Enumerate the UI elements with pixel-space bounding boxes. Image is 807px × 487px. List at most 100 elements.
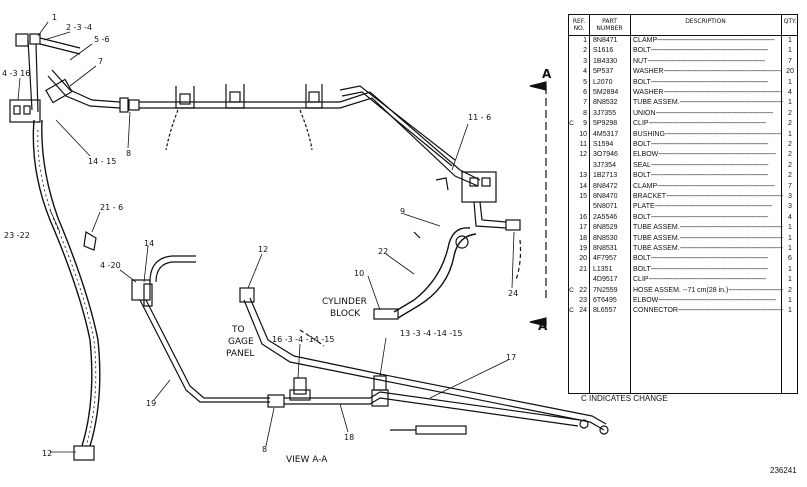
- table-row: 5L2070BOLT1: [569, 78, 797, 88]
- callout-8-top: 8: [126, 149, 131, 158]
- quantity: 3: [788, 203, 792, 211]
- description: UNION: [633, 109, 783, 119]
- description: CLIP: [633, 119, 783, 129]
- ref-no: 20: [579, 255, 587, 263]
- part-number: 7N2559: [593, 286, 618, 294]
- part-number: S1594: [593, 141, 614, 148]
- callout-16-3-4-14-15: 16 -3 -4 -14 -15: [272, 335, 334, 344]
- table-row: 11S1594BOLT2: [569, 140, 797, 150]
- quantity: 3: [788, 193, 792, 200]
- callout-13-3-4-14-15: 13 -3 -4 -14 -15: [400, 329, 462, 338]
- description: NUT: [633, 57, 783, 67]
- callout-19: 19: [146, 399, 156, 408]
- header-ref-no: REF. NO.: [572, 18, 586, 32]
- quantity: 20: [786, 68, 794, 76]
- table-row: 21L1351BOLT1: [569, 265, 797, 275]
- callout-14: 14: [144, 239, 154, 248]
- change-flag: C: [569, 286, 574, 294]
- tube-17-assembly: [239, 287, 609, 435]
- callout-24: 24: [508, 289, 518, 298]
- table-row: 5N8071PLATE3: [569, 202, 797, 212]
- table-row: 104M5317BUSHING1: [569, 130, 797, 140]
- quantity: 1: [788, 78, 792, 86]
- part-number: 8L6557: [593, 307, 617, 315]
- change-note: C INDICATES CHANGE: [581, 394, 668, 403]
- part-number: 8N8529: [593, 224, 618, 232]
- ref-no: 12: [579, 151, 587, 159]
- table-row: 20 4F7957 BOLT 6: [569, 254, 797, 264]
- hose-23: [32, 119, 101, 461]
- gage-label: GAGE: [228, 337, 254, 347]
- part-number: L2070: [593, 78, 613, 86]
- cylinder-block-outline: [299, 239, 522, 347]
- part-number: 3J7355: [593, 109, 616, 117]
- quantity: 1: [788, 265, 792, 273]
- ref-no: 24: [579, 307, 587, 315]
- callout-7: 7: [98, 57, 103, 66]
- ref-no: 14: [579, 182, 587, 190]
- callout-14-15: 14 - 15: [88, 157, 116, 166]
- quantity: 1: [788, 47, 792, 55]
- ref-no: 5: [583, 78, 587, 86]
- part-number: 4F7957: [593, 255, 617, 263]
- description: CONNECTOR: [633, 306, 783, 316]
- callout-17: 17: [506, 353, 516, 362]
- callout-4-20: 4 -20: [100, 261, 121, 270]
- description: BOLT: [633, 46, 783, 56]
- callout-12-bottom: 12: [42, 449, 52, 458]
- tube-7-assembly: [45, 69, 340, 113]
- quantity: 1: [788, 37, 792, 44]
- quantity: 2: [788, 120, 792, 128]
- header-qty: QTY.: [783, 18, 797, 25]
- table-row: 123O7946ELBOW2: [569, 150, 797, 160]
- table-row: C95P9298CLIP2: [569, 119, 797, 129]
- callout-23-22: 23 -22: [4, 231, 30, 240]
- callout-4-3-16: 4 -3 16: [2, 69, 30, 78]
- callout-21-6: 21 - 6: [100, 203, 123, 212]
- quantity: 1: [788, 130, 792, 138]
- drawing-number: 236241: [770, 466, 797, 475]
- part-number: 5N8071: [593, 203, 618, 211]
- description: TUBE ASSEM.: [633, 234, 783, 244]
- part-number: 8N8530: [593, 234, 618, 242]
- description: HOSE ASSEM. --71 cm(28 in.): [633, 286, 783, 296]
- part-number: 1B4330: [593, 57, 618, 65]
- part-number: S1616: [593, 47, 614, 55]
- hose-22: [373, 201, 521, 320]
- description: BOLT: [633, 140, 783, 150]
- quantity: 6: [788, 255, 792, 263]
- description: BOLT: [633, 254, 783, 264]
- parts-table-header: REF. NO. PART NUMBER DESCRIPTION QTY.: [569, 15, 797, 36]
- change-flag: C: [569, 307, 574, 315]
- table-row: 45P537WASHER20: [569, 67, 797, 77]
- clamp-brackets-top: [165, 84, 323, 151]
- quantity: 2: [788, 161, 792, 169]
- ref-no: 23: [579, 297, 587, 304]
- description: BRACKET: [633, 192, 783, 202]
- description: WASHER: [633, 88, 783, 98]
- ref-no: 2: [583, 47, 587, 55]
- part-number: 1B2713: [593, 172, 618, 180]
- quantity: 7: [788, 57, 792, 65]
- quantity: 1: [788, 276, 792, 284]
- description: TUBE ASSEM.: [633, 98, 783, 108]
- description: BUSHING: [633, 130, 783, 140]
- ref-no: 15: [579, 193, 587, 200]
- quantity: 7: [788, 182, 792, 190]
- callout-22: 22: [378, 247, 388, 256]
- quantity: 1: [788, 99, 792, 107]
- quantity: 1: [788, 245, 792, 252]
- parts-list-table: REF. NO. PART NUMBER DESCRIPTION QTY. 1 8…: [568, 14, 798, 394]
- description: TUBE ASSEM.: [633, 244, 783, 254]
- table-row: C248L6557CONNECTOR1: [569, 306, 797, 316]
- quantity: 2: [788, 172, 792, 180]
- part-number: 5P9298: [593, 120, 618, 128]
- part-number: 3J7354: [593, 161, 616, 169]
- description: BOLT: [633, 265, 783, 275]
- callout-5-6: 5 -6: [94, 35, 110, 44]
- part-number: 3O7946: [593, 151, 618, 159]
- table-row: 236T6495ELBOW1: [569, 296, 797, 306]
